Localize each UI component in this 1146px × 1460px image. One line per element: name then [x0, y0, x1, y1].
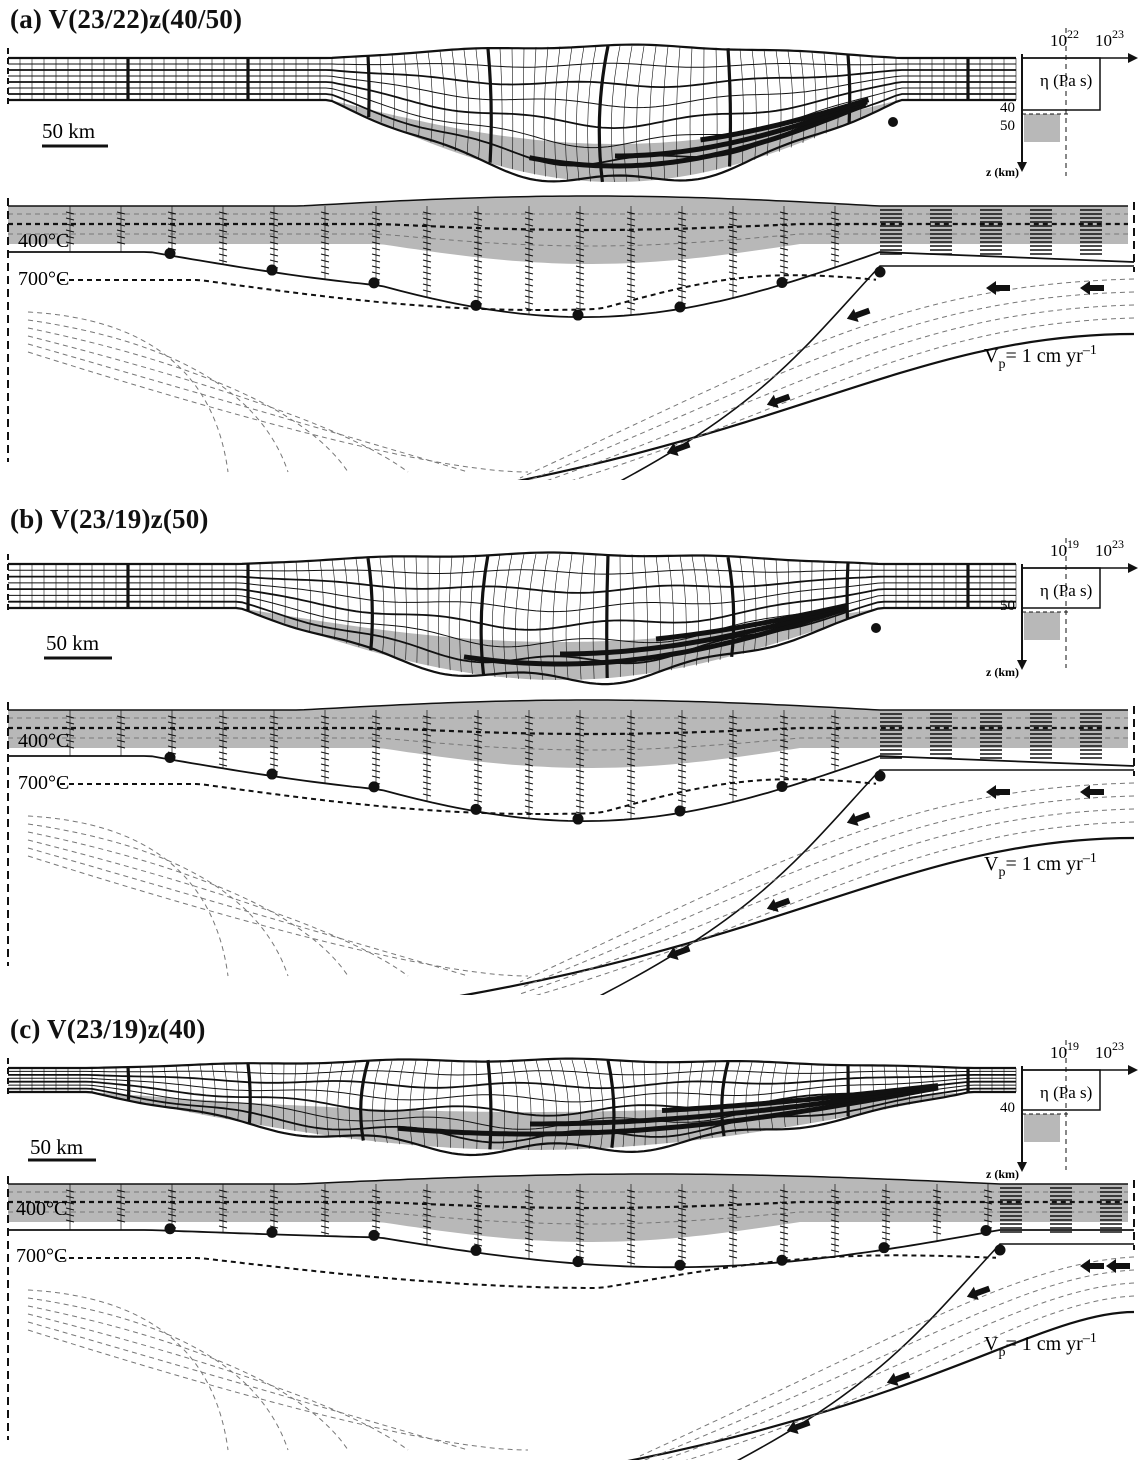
viscosity-tick-label: 1019 — [1050, 537, 1079, 560]
scale-bar: 50 km — [42, 119, 108, 148]
scale-bar: 50 km — [44, 631, 112, 660]
viscosity-axis-label: η (Pa s) — [1040, 581, 1092, 600]
panel-title: (a) V(23/22)z(40/50) — [10, 4, 243, 34]
thermal-section — [7, 1173, 1135, 1460]
panel-a: (a) V(23/22)z(40/50) 50 km η (Pa s) z (km… — [0, 0, 1146, 480]
depth-axis-label: z (km) — [986, 1167, 1019, 1181]
scale-bar: 50 km — [28, 1135, 96, 1162]
reference-marker — [888, 117, 898, 127]
thermal-section — [7, 699, 1135, 995]
isotherm-label-700: 700°C — [16, 1245, 67, 1267]
depth-tick-label: 40 — [1000, 100, 1015, 116]
viscosity-inset: η (Pa s) z (km) 1019 1023 50 — [986, 537, 1138, 679]
scale-bar-label: 50 km — [46, 631, 99, 655]
panel-a-figure: 50 km η (Pa s) z (km) 1022 1023 40 50 400°C 7… — [7, 27, 1138, 480]
viscosity-inset: η (Pa s) z (km) 1019 1023 40 — [986, 1039, 1138, 1181]
viscosity-tick-label: 1023 — [1095, 27, 1124, 50]
viscosity-tick-label: 1019 — [1050, 1039, 1079, 1062]
panel-b-figure: 50 km η (Pa s) z (km) 1019 1023 50 400°C 700… — [7, 537, 1138, 995]
depth-tick-label: 50 — [1000, 598, 1015, 614]
panel-c-figure: 50 km η (Pa s) z (km) 1019 1023 40 400°C 700… — [7, 1039, 1138, 1460]
isotherm-label-700: 700°C — [18, 268, 69, 290]
isotherm-label-700: 700°C — [18, 772, 69, 794]
viscosity-tick-label: 1023 — [1095, 537, 1124, 560]
panel-title: (b) V(23/19)z(50) — [10, 504, 209, 534]
scale-bar-label: 50 km — [30, 1135, 83, 1159]
depth-tick-label: 50 — [1000, 118, 1015, 134]
plate-velocity-label: Vp= 1 cm yr–1 — [984, 343, 1097, 372]
depth-axis-label: z (km) — [986, 665, 1019, 679]
viscosity-axis-label: η (Pa s) — [1040, 71, 1092, 90]
viscosity-tick-label: 1022 — [1050, 27, 1079, 50]
isotherm-label-400: 400°C — [16, 1198, 67, 1220]
crustal-deformation-grid — [7, 1057, 1017, 1157]
plate-velocity-label: Vp= 1 cm yr–1 — [984, 851, 1097, 880]
thermal-section — [7, 195, 1135, 480]
viscosity-tick-label: 1023 — [1095, 1039, 1124, 1062]
viscosity-axis-label: η (Pa s) — [1040, 1083, 1092, 1102]
isotherm-label-400: 400°C — [18, 730, 69, 752]
scale-bar-label: 50 km — [42, 119, 95, 143]
plate-velocity-label: Vp= 1 cm yr–1 — [984, 1331, 1097, 1360]
isotherm-label-400: 400°C — [18, 230, 69, 252]
crustal-deformation-grid — [7, 43, 1017, 183]
panel-title: (c) V(23/19)z(40) — [10, 1014, 206, 1044]
depth-axis-label: z (km) — [986, 165, 1019, 179]
panel-c: (c) V(23/19)z(40) 50 km η (Pa s) z (km) 10… — [0, 1010, 1146, 1460]
reference-marker — [871, 623, 881, 633]
viscosity-inset: η (Pa s) z (km) 1022 1023 40 50 — [986, 27, 1138, 179]
depth-tick-label: 40 — [1000, 1100, 1015, 1116]
panel-b: (b) V(23/19)z(50) 50 km η (Pa s) z (km) 10… — [0, 500, 1146, 995]
crustal-deformation-grid — [7, 551, 1017, 686]
